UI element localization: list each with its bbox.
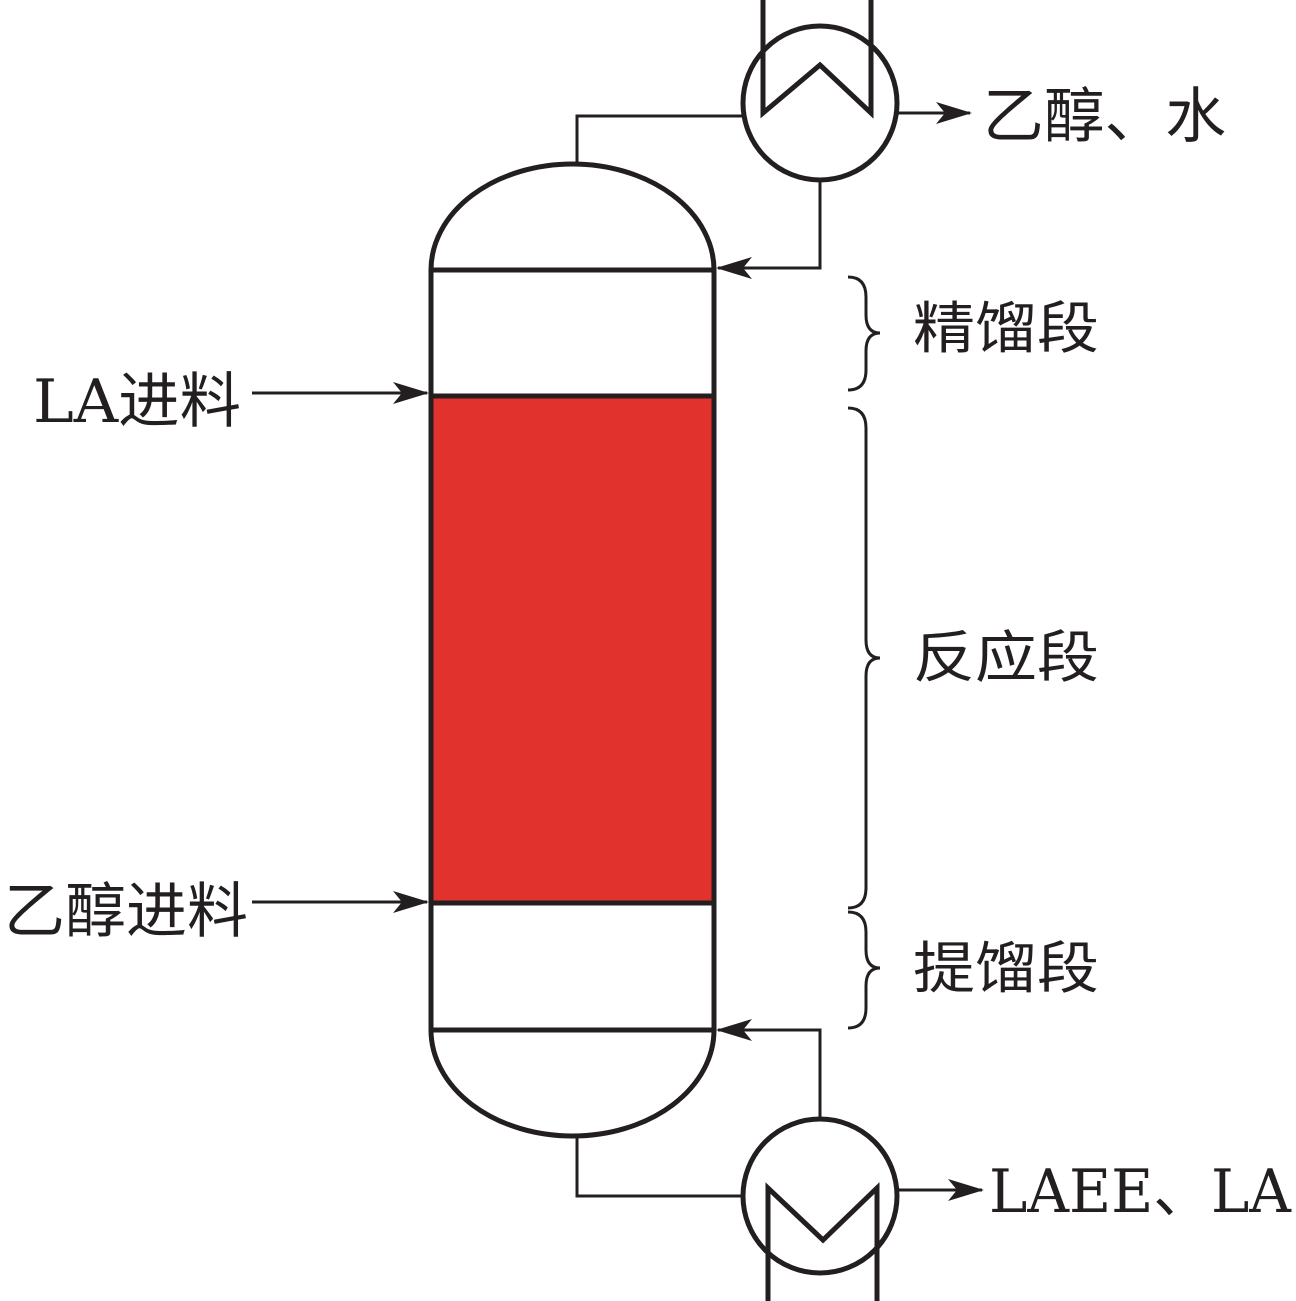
rectifying-section-label: 精馏段 [913,297,1099,362]
condenser-coil [760,0,874,119]
reaction-section-label: 反应段 [913,626,1099,691]
reboiler-coil [765,1182,880,1301]
bottoms-line [575,1138,743,1198]
reflux-line [716,180,822,279]
boilup-line [716,1019,822,1119]
stripping-section-label: 提馏段 [913,937,1099,1002]
rectifying-brace [847,275,881,392]
bottom-product-label: LAEE、LA [989,1157,1292,1227]
la-feed-label: LA进料 [33,367,241,437]
overhead-vapor-line [575,114,743,164]
stripping-brace [847,910,881,1030]
reaction-zone [431,396,714,903]
condenser-icon [740,23,900,183]
reaction-brace [847,406,881,910]
top-product-label: 乙醇、水 [983,82,1226,152]
ethanol-feed-label: 乙醇进料 [4,877,248,947]
